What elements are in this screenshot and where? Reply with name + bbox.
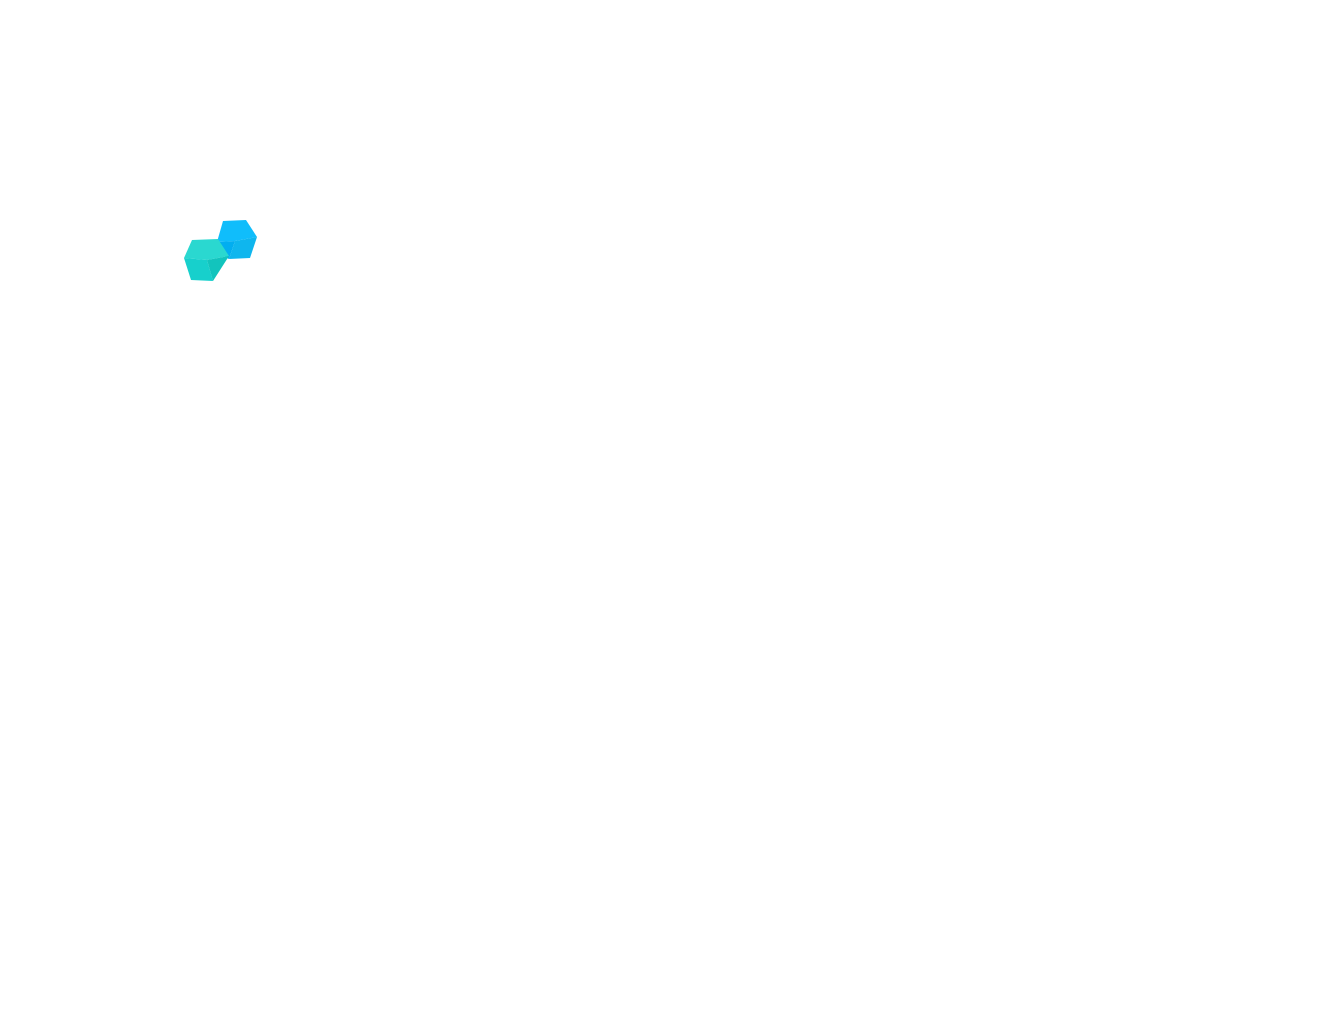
teal-cube-left xyxy=(184,258,213,281)
teal-cube-right xyxy=(207,256,229,281)
teal-cube-icon xyxy=(184,239,229,281)
blue-cube-top xyxy=(217,220,257,242)
blue-cube-right xyxy=(229,237,257,259)
teal-cube-top xyxy=(184,239,229,260)
